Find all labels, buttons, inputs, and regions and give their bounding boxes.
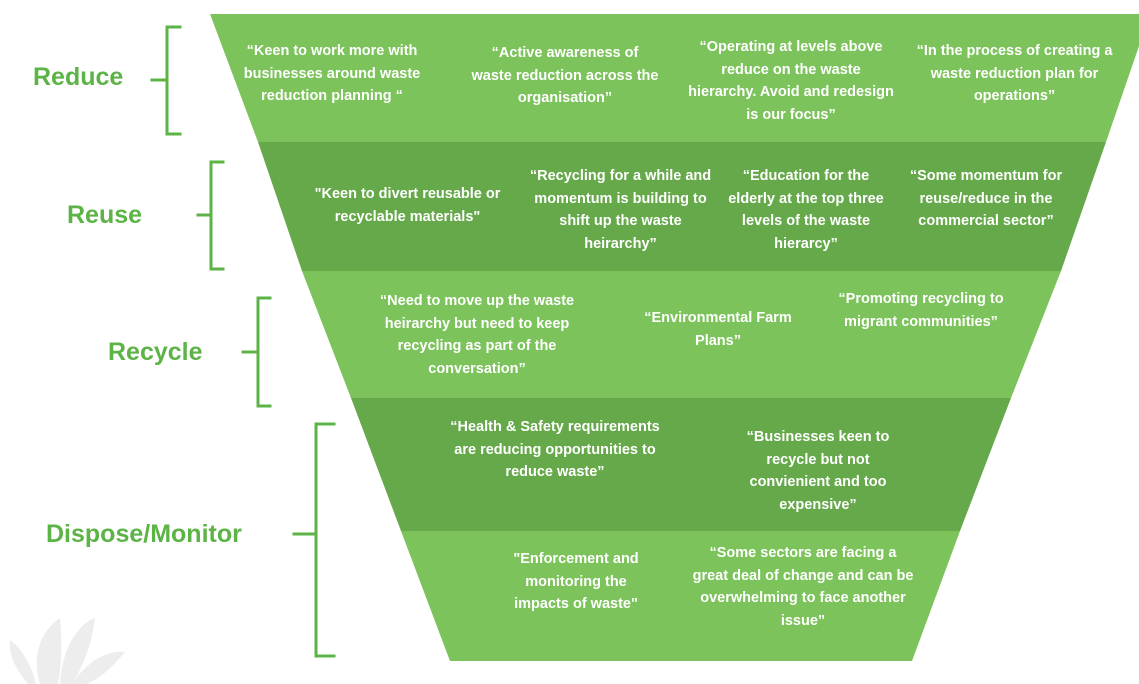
- quote-reuse-2: “Recycling for a while and momentum is b…: [529, 168, 712, 252]
- band-reduce: [210, 14, 1139, 142]
- stage-label-reuse: Reuse: [67, 201, 143, 229]
- band-reuse: [258, 142, 1106, 271]
- quote-dispose-4: “Some sectors are facing a great deal of…: [692, 545, 914, 629]
- stage-label-recycle: Recycle: [108, 338, 203, 366]
- band-dispose-1: [351, 398, 1011, 531]
- band-dispose-2: [401, 531, 960, 661]
- quote-dispose-1: “Health & Safety requirements are reduci…: [450, 419, 660, 480]
- bracket-reduce: [150, 25, 182, 136]
- stage-label-dispose-monitor: Dispose/Monitor: [46, 520, 242, 548]
- quote-reduce-2: “Active awareness of waste reduction acr…: [471, 45, 659, 106]
- quote-dispose-3: "Enforcement and monitoring the impacts …: [513, 551, 639, 612]
- quote-recycle-2: “Environmental Farm Plans”: [644, 310, 792, 349]
- quote-reduce-3: “Operating at levels above reduce on the…: [688, 39, 894, 123]
- bracket-reuse: [196, 160, 225, 271]
- quote-reduce-1: “Keen to work more with businesses aroun…: [243, 43, 421, 104]
- leaf-decoration: [9, 618, 125, 684]
- quote-reuse-1: "Keen to divert reusable or recyclable m…: [314, 186, 501, 225]
- quote-reuse-3: “Education for the elderly at the top th…: [728, 168, 884, 252]
- bracket-recycle: [241, 296, 272, 408]
- band-recycle: [302, 271, 1061, 398]
- quote-reuse-4: “Some momentum for reuse/reduce in the c…: [909, 168, 1063, 229]
- stage-label-reduce: Reduce: [33, 63, 124, 91]
- quote-recycle-1: “Need to move up the waste heirarchy but…: [379, 293, 575, 377]
- bracket-dispose: [292, 422, 336, 658]
- quote-dispose-2: “Businesses keen to recycle but not conv…: [746, 429, 890, 513]
- quote-recycle-3: “Promoting recycling to migrant communit…: [838, 291, 1004, 330]
- quote-reduce-4: “In the process of creating a waste redu…: [916, 43, 1113, 104]
